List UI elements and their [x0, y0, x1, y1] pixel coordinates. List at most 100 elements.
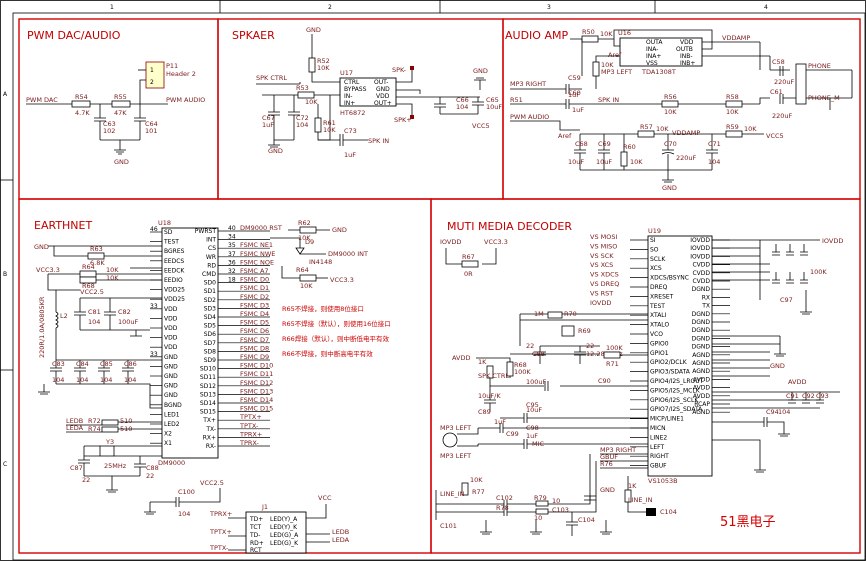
c65-ref: C66	[456, 96, 469, 104]
u19-left-pin-name: SI	[650, 237, 656, 244]
u19-left-pin-name: GPIO7/I2S_SDATA	[650, 406, 703, 413]
audio-amp-section: AUDIO AMP U16 OUTA VDD INA- OUTB INA+ IN…	[505, 28, 853, 192]
u18-right-pin-net: FSMC D3	[240, 301, 269, 309]
mic-value: MP3 LEFT	[440, 452, 471, 460]
l2-ref: L2	[60, 312, 68, 320]
mic-ref: MP3 LEFT	[440, 424, 471, 432]
u19-left-pin-name: GPIO4/I2S_LROUT	[650, 378, 704, 385]
u19-right-pin-15: AGND	[692, 360, 730, 367]
r60-ref: R60	[623, 143, 636, 151]
section-borders	[18, 18, 861, 554]
u19-right-pin-name: IOVDD	[690, 253, 710, 260]
u18-left-pin-15: GND	[150, 373, 178, 380]
r69-ref: 1M	[534, 310, 544, 318]
net-vcc33-dec: VCC3.3	[484, 238, 508, 246]
c70-value: 220uF	[676, 154, 697, 162]
c89a-ref: 22	[526, 342, 534, 350]
phone-jack	[795, 63, 807, 105]
j1-pin-led-y-k: LED(Y)_K	[270, 524, 298, 531]
u18-right-pin-name: SD0	[204, 280, 216, 287]
u19-left-pin-10: VCO	[630, 331, 663, 338]
r68b-ref: R68	[514, 361, 527, 369]
u19-left-pin-name: GPIO1	[650, 350, 669, 357]
u19-right-pin-17: AVDD	[693, 376, 730, 383]
d9-ref: D9	[305, 238, 314, 246]
gnd-dec-mid: C104	[660, 508, 677, 516]
resistor-r61	[314, 117, 322, 133]
u18-left-pin-11: VDD	[150, 335, 178, 342]
note-r66-high: R66不焊接，则中断高电平有效	[282, 349, 373, 358]
c59-ref: C59	[568, 74, 581, 82]
u19-right-pin-20: RCAP	[694, 401, 730, 408]
c71-value: 104	[708, 158, 720, 166]
u18-right-pin-name: SD1	[204, 288, 216, 295]
r63-ref: R63	[90, 245, 103, 253]
c73-value: 1uF	[344, 151, 356, 159]
u19-left-pin-0: SI VS MOSI	[590, 233, 656, 244]
u18-left-pin-name: VDD	[164, 344, 178, 351]
net-spk-ctrl: SPK CTRL	[256, 74, 287, 82]
c68-value: 10uF	[568, 158, 584, 166]
column-marker-3: 3	[547, 4, 551, 11]
u18-right-pin-num: 36	[228, 259, 236, 266]
u18-right-pin-num: 37	[228, 251, 236, 258]
c67-value: 1uF	[262, 121, 274, 129]
watermark-51hei: 51黑电子	[720, 515, 776, 530]
u19-right-pin-name: DGND	[692, 327, 711, 334]
u19-right-pin-name: DGND	[692, 319, 711, 326]
u19-left-pin-name: XDCS/BSYNC	[650, 275, 689, 282]
resistor-r69	[547, 311, 563, 319]
c94-value: 104	[778, 408, 790, 416]
u18-left-pin-name: VDD	[164, 315, 178, 322]
u18-right-pin-net: FSMC D10	[240, 362, 273, 370]
gnd-earth-left: GND	[34, 243, 49, 251]
c94-ref: C94	[766, 408, 779, 416]
c98-value: C99	[506, 430, 519, 438]
u18-right-pin-net: FSMC D2	[240, 293, 269, 301]
resistor-r67	[461, 260, 479, 268]
u19-right-pin-name: AGND	[692, 352, 710, 359]
u19-right-pin-4: CVDD	[692, 270, 730, 277]
resistor-r51	[592, 61, 600, 77]
u18-right-pin-25: RX-TPRX-	[206, 439, 270, 450]
c59-value: 1uF	[568, 91, 580, 99]
u18-right-pin-name: TX+	[202, 417, 216, 424]
net-vcc5-spk: VCC5	[472, 122, 490, 130]
c60-value: 1uF	[572, 106, 584, 114]
c63-ref: C63	[103, 120, 116, 128]
u19-right-pin-5: CVDD	[692, 278, 730, 285]
u18-left-pin-20: LED2	[150, 421, 180, 428]
u18-left-pin-num: 33	[150, 303, 158, 310]
u19-left-pin-name: XTALI	[650, 312, 667, 319]
u18-left-pin-name: EEDIO	[164, 277, 183, 284]
u16-pin-outa: OUTA	[646, 39, 663, 46]
u18-left-pin-name: SD	[164, 229, 173, 236]
u18-left-pin-name: GND	[164, 354, 178, 361]
u18-left-pin-18: BGND	[150, 402, 182, 409]
u18-left-pin-name: GND	[164, 392, 178, 399]
u19-left-pin-net: IOVDD	[590, 299, 611, 307]
c73-ref: C73	[344, 127, 357, 135]
net-vcc33-int: VCC3.3	[330, 276, 354, 284]
u19-left-pin-name: GPIO0	[650, 340, 669, 347]
j1-pin-led-y-a: LED(Y)_A	[270, 516, 298, 523]
u19-left-pin-net: VS MOSI	[590, 233, 617, 241]
net-aref-bottom: Aref	[558, 132, 572, 140]
c90-value: C89	[478, 408, 491, 416]
section-title-pwm-dac: PWM DAC/AUDIO	[27, 29, 121, 42]
u19-left-pin-name: XTALO	[650, 322, 669, 329]
header-p11	[145, 61, 165, 89]
u18-left-pin-name: GND	[164, 373, 178, 380]
c67-ref: C67	[262, 114, 275, 122]
u18-right-pin-name: SD12	[200, 383, 216, 390]
u18-right-pin-net: FSMC D12	[240, 379, 273, 387]
u18-left-pin-name: BGND	[164, 402, 182, 409]
p11-value: Header 2	[166, 70, 196, 78]
u18-right-pin-name: WR	[206, 254, 216, 261]
